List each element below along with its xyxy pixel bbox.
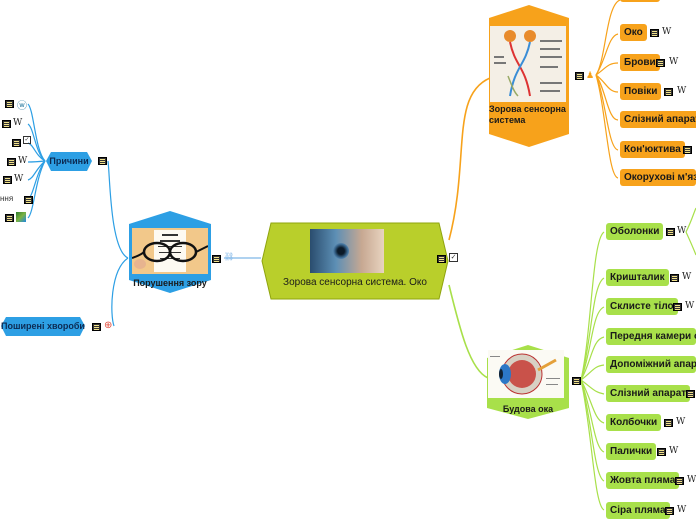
bottom-item-dopomizhny-aparat[interactable]: Допоміжний апарат: [606, 356, 696, 373]
top-item-oko[interactable]: Око: [620, 24, 647, 41]
connector-central-to-top: [448, 77, 491, 241]
eyeglasses-chart-image: [132, 228, 208, 274]
note-icon[interactable]: [673, 303, 682, 311]
note-icon[interactable]: [664, 419, 673, 427]
left-child-prychyny[interactable]: Причини: [45, 151, 93, 172]
top-branch-node[interactable]: Зорова сенсорна система: [488, 4, 570, 148]
wikipedia-icon[interactable]: W: [669, 446, 679, 456]
prychyny-label: Причини: [49, 156, 89, 166]
note-icon[interactable]: [675, 477, 684, 485]
top-item-cut[interactable]: [620, 0, 660, 2]
person-icon: ♟: [586, 70, 595, 80]
prychyny-hexagon: [46, 152, 92, 171]
checkbox-icon[interactable]: ✓: [23, 136, 31, 144]
note-icon[interactable]: [437, 255, 446, 263]
note-icon[interactable]: [686, 390, 695, 398]
visual-pathway-illustration: [494, 30, 562, 97]
wikipedia-icon[interactable]: W: [18, 156, 28, 166]
bottom-item-kryshtalyk[interactable]: Кришталик: [606, 269, 669, 286]
wikipedia-icon[interactable]: W: [687, 475, 696, 485]
wikipedia-icon[interactable]: W: [14, 174, 24, 184]
note-icon[interactable]: [656, 59, 665, 67]
top-branch-label: Зорова сенсорна система: [489, 104, 566, 125]
top-item-poviky[interactable]: Повіки: [620, 83, 662, 100]
note-icon[interactable]: [575, 72, 584, 80]
khvoroby-hexagon: [1, 317, 85, 336]
note-icon[interactable]: [12, 139, 21, 147]
bottom-item-sira-plyama[interactable]: Сіра пляма: [606, 502, 670, 519]
central-eye-photo: [310, 229, 384, 273]
link-icon[interactable]: ⛓: [224, 252, 235, 261]
bottom-item-sklyste-tilo[interactable]: Склисте тіло: [606, 298, 678, 315]
wikipedia-icon[interactable]: W: [662, 27, 672, 37]
note-icon[interactable]: [670, 274, 679, 282]
bottom-item-kolbochky[interactable]: Колбочки: [606, 414, 662, 431]
wikipedia-icon[interactable]: W: [682, 272, 692, 282]
top-item-okorukhovi-myazy[interactable]: Окорухові м'язи: [620, 169, 696, 186]
visual-pathway-diagram-image: [490, 26, 566, 102]
khvoroby-label: Поширені хвороби: [1, 321, 85, 331]
eye-anatomy-illustration: [490, 353, 560, 395]
top-item-konyuktyva[interactable]: Кон'юктива: [620, 141, 685, 158]
wikipedia-icon[interactable]: W: [685, 301, 695, 311]
wikipedia-icon[interactable]: W: [13, 118, 23, 128]
left-branch-lines: [27, 103, 129, 327]
note-icon[interactable]: [664, 88, 673, 96]
note-icon[interactable]: [5, 214, 14, 222]
central-topic[interactable]: Зорова сенсорна система. Око: [261, 222, 449, 300]
note-icon[interactable]: [572, 377, 581, 385]
bottom-item-slizny-aparat[interactable]: Слізний апарат: [606, 385, 691, 402]
note-icon[interactable]: [5, 100, 14, 108]
connector-central-to-bottom: [448, 284, 489, 379]
bottom-item-zhovta-plyama[interactable]: Жовта пляма: [606, 472, 680, 489]
checkbox-icon[interactable]: ✓: [449, 253, 458, 262]
wikipedia-icon[interactable]: W: [677, 505, 687, 515]
note-icon[interactable]: [650, 29, 659, 37]
note-icon[interactable]: [666, 228, 675, 236]
bottom-branch-fan: [580, 207, 696, 511]
top-branch-fan: [595, 0, 621, 179]
note-icon[interactable]: [657, 448, 666, 456]
note-icon[interactable]: [2, 120, 11, 128]
lifebuoy-icon[interactable]: ⊕: [104, 320, 113, 331]
central-topic-title: Зорова сенсорна система. Око: [283, 277, 427, 288]
top-item-brovy[interactable]: Брови: [620, 54, 660, 71]
wordpress-icon[interactable]: ⓦ: [17, 101, 27, 112]
note-icon[interactable]: [683, 146, 692, 154]
image-icon[interactable]: [16, 212, 26, 222]
note-icon[interactable]: [24, 196, 33, 204]
bottom-item-obolonky[interactable]: Оболонки: [606, 223, 664, 240]
bottom-item-perednya-kamera[interactable]: Передня камери ока: [606, 328, 696, 345]
left-child-poshyreni-khvoroby[interactable]: Поширені хвороби: [0, 316, 86, 337]
bottom-branch-node[interactable]: Будова ока: [486, 344, 570, 420]
wikipedia-icon[interactable]: W: [669, 57, 679, 67]
top-item-slizny-aparat[interactable]: Слізний апарат: [620, 111, 696, 128]
left-branch-label: Порушення зору: [133, 278, 207, 288]
wikipedia-icon[interactable]: W: [677, 86, 687, 96]
note-icon[interactable]: [98, 157, 107, 165]
bottom-branch-label: Будова ока: [502, 404, 554, 414]
note-icon[interactable]: [3, 176, 12, 184]
note-icon[interactable]: [212, 255, 221, 263]
wikipedia-icon[interactable]: W: [676, 417, 686, 427]
left-branch-node[interactable]: Порушення зору: [128, 210, 212, 294]
note-icon[interactable]: [7, 158, 16, 166]
eyeglasses-illustration: [132, 230, 208, 272]
eye-anatomy-image: [488, 350, 564, 398]
bottom-item-palychky[interactable]: Палички: [606, 443, 657, 460]
note-icon[interactable]: [92, 323, 101, 331]
note-icon[interactable]: [665, 507, 674, 515]
wikipedia-icon[interactable]: W: [677, 226, 687, 236]
cut-item-label: ння: [0, 194, 14, 203]
